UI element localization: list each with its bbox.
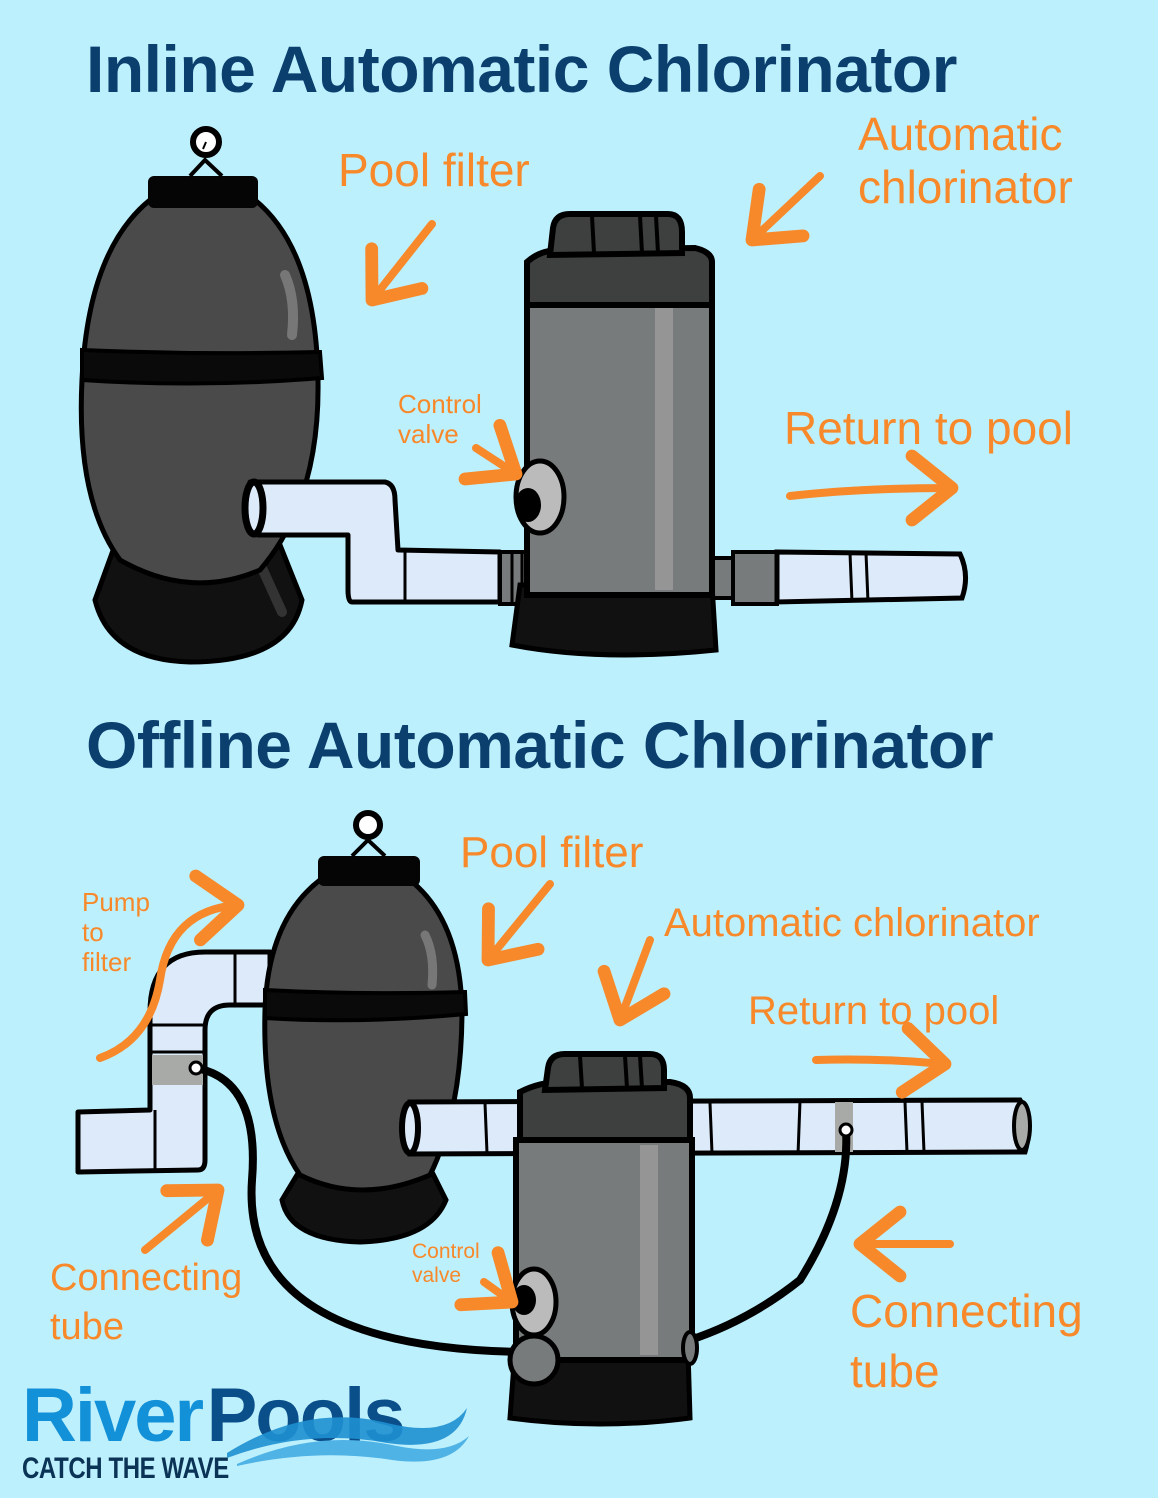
offline-main-pipe xyxy=(399,1097,1032,1157)
arrow-to-chlorinator-icon xyxy=(745,172,824,247)
offline-chlorinator xyxy=(507,1051,699,1427)
inline-pipe xyxy=(241,478,968,606)
offline-label-connecting-tube-right: Connecting tube xyxy=(850,1285,1083,1397)
arrow-to-filter-icon xyxy=(365,220,436,307)
inline-label-pool-filter: Pool filter xyxy=(338,144,530,196)
arrow-to-control-valve-icon xyxy=(458,418,523,486)
arrow-to-control-valve-icon xyxy=(454,1246,519,1312)
logo-word-river: River xyxy=(22,1373,204,1458)
inline-label-automatic-chlorinator: Automatic chlorinator xyxy=(858,108,1073,213)
offline-connecting-tubes xyxy=(192,1064,851,1356)
arrow-to-chlorinator-icon xyxy=(597,936,671,1027)
offline-title: Offline Automatic Chlorinator xyxy=(86,708,994,782)
inline-arrows xyxy=(365,172,959,527)
offline-arrows xyxy=(96,869,954,1312)
wave-icon xyxy=(227,1408,469,1466)
offline-label-control-valve: Control valve xyxy=(412,1240,480,1288)
logo-word-pools: Pools xyxy=(206,1373,406,1458)
arrow-return-icon xyxy=(812,1022,952,1099)
logo-tagline: CATCH THE WAVE xyxy=(22,1452,229,1485)
river-pools-logo: River Pools CATCH THE WAVE xyxy=(22,1378,469,1485)
inline-label-control-valve: Control valve xyxy=(398,389,482,449)
inline-title: Inline Automatic Chlorinator xyxy=(86,32,957,106)
inline-label-return-to-pool: Return to pool xyxy=(784,402,1073,454)
offline-label-pump-to-filter: Pump to filter xyxy=(82,887,150,977)
offline-label-return-to-pool: Return to pool xyxy=(748,989,1000,1033)
arrow-pump-to-filter-icon xyxy=(96,869,245,1062)
arrow-connecting-tube-left-icon xyxy=(141,1183,225,1254)
offline-label-connecting-tube-left: Connecting tube xyxy=(50,1257,243,1349)
inline-pool-filter xyxy=(78,126,325,665)
offline-label-automatic-chlorinator: Automatic chlorinator xyxy=(664,901,1040,945)
inline-chlorinator xyxy=(509,211,719,658)
arrow-return-icon xyxy=(786,449,959,527)
offline-label-pool-filter: Pool filter xyxy=(460,828,644,877)
offline-pool-filter xyxy=(262,810,469,1245)
offline-inlet-pipe xyxy=(75,949,273,1175)
arrow-to-filter-icon xyxy=(481,880,554,967)
